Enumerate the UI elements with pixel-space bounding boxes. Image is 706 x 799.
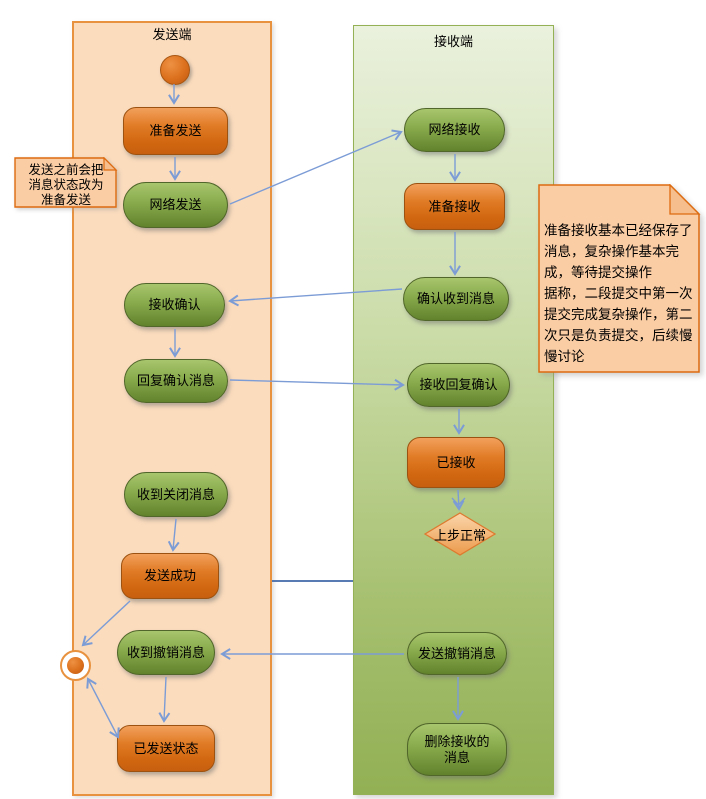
node-receive-confirm: 接收确认 bbox=[124, 283, 225, 327]
note-left-text: 发送之前会把 消息状态改为 准备发送 bbox=[28, 163, 104, 207]
diamond-shape-icon bbox=[424, 512, 496, 556]
note-right: 准备接收基本已经保存了 消息，复杂操作基本完 成，等待提交操作 据称，二段提交中… bbox=[538, 184, 701, 374]
node-receive-revoke-msg: 收到撤销消息 bbox=[117, 630, 215, 675]
note-left: 发送之前会把 消息状态改为 准备发送 bbox=[14, 157, 118, 209]
node-send-revoke-msg: 发送撤销消息 bbox=[407, 632, 507, 675]
start-node-icon bbox=[160, 55, 190, 85]
node-network-receive: 网络接收 bbox=[404, 108, 505, 152]
node-receive-close-msg: 收到关闭消息 bbox=[124, 472, 228, 517]
note-body bbox=[538, 184, 700, 373]
node-network-send: 网络发送 bbox=[123, 182, 228, 228]
node-delete-received-msg: 删除接收的消息 bbox=[407, 723, 507, 776]
end-node-icon bbox=[60, 650, 91, 681]
decision-diamond: 上步正常 bbox=[424, 512, 496, 556]
node-received: 已接收 bbox=[407, 437, 505, 488]
folded-corner-icon bbox=[669, 184, 701, 215]
node-send-success: 发送成功 bbox=[121, 553, 219, 599]
note-right-text: 准备接收基本已经保存了 消息，复杂操作基本完 成，等待提交操作 据称，二段提交中… bbox=[544, 223, 693, 364]
node-sent-state: 已发送状态 bbox=[117, 725, 215, 772]
node-receive-reply-confirm: 接收回复确认 bbox=[407, 363, 510, 407]
decision-label: 上步正常 bbox=[433, 527, 486, 543]
node-reply-confirm-msg: 回复确认消息 bbox=[124, 359, 228, 403]
lane-sender-title: 发送端 bbox=[152, 27, 192, 42]
lane-receiver-title: 接收端 bbox=[433, 34, 473, 49]
folded-corner-icon bbox=[103, 157, 118, 171]
node-prepare-receive: 准备接收 bbox=[404, 183, 505, 230]
end-node-inner-dot bbox=[67, 657, 84, 674]
node-confirm-received-msg: 确认收到消息 bbox=[403, 277, 509, 321]
note-body bbox=[14, 157, 117, 208]
node-prepare-send: 准备发送 bbox=[123, 107, 228, 155]
